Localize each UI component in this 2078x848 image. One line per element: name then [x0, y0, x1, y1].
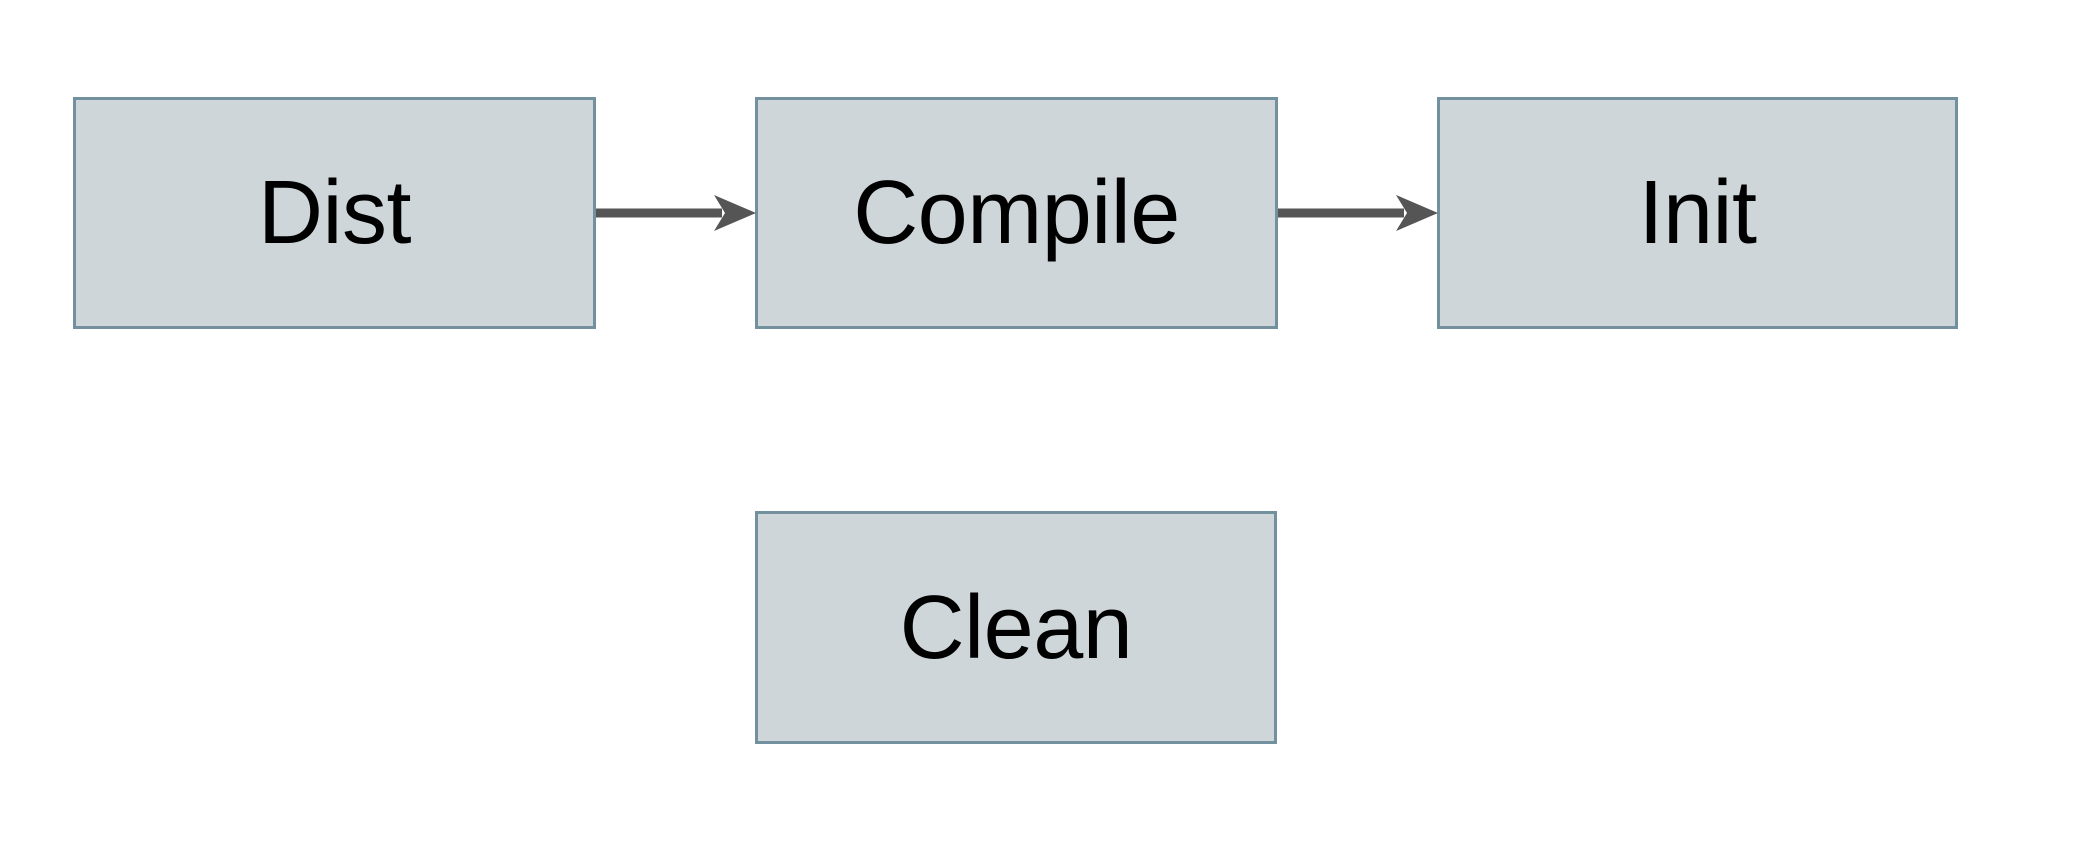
- edge-arrowhead-icon: [714, 195, 756, 231]
- node-init[interactable]: Init: [1437, 97, 1958, 329]
- node-compile-label: Compile: [853, 163, 1180, 263]
- node-clean[interactable]: Clean: [755, 511, 1277, 744]
- node-compile[interactable]: Compile: [755, 97, 1278, 329]
- node-dist[interactable]: Dist: [73, 97, 596, 329]
- node-init-label: Init: [1638, 163, 1757, 263]
- edge-arrowhead-icon: [1396, 195, 1438, 231]
- edge-dist-to-compile: [596, 195, 756, 231]
- edge-compile-to-init: [1278, 195, 1438, 231]
- node-dist-label: Dist: [258, 163, 412, 263]
- node-clean-label: Clean: [899, 577, 1133, 678]
